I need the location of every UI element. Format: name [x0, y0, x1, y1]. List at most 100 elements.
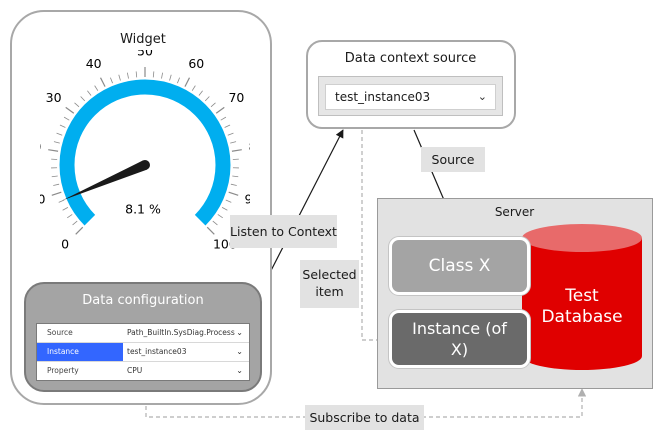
gauge-tick	[184, 77, 191, 87]
database-top	[522, 224, 642, 252]
gauge-tick	[220, 116, 227, 121]
listen-to-context-arrow	[259, 129, 344, 293]
gauge-tick	[94, 85, 99, 91]
gauge-tick	[67, 214, 73, 219]
instance-box-line1: Instance (of	[412, 319, 507, 338]
gauge-tick	[221, 207, 228, 211]
database-label-line2: Database	[541, 307, 623, 327]
gauge-tick	[217, 214, 223, 219]
chevron-down-icon[interactable]: ⌄	[236, 328, 243, 337]
listen-to-context-label: Listen to Context	[230, 215, 337, 248]
instance-select-value: test_instance03	[335, 90, 431, 104]
tick-label-10: 10	[40, 191, 46, 206]
gauge-tick	[80, 96, 86, 102]
gauge-tick	[177, 77, 180, 84]
tick-label-40: 40	[86, 56, 102, 71]
gauge-tick	[72, 220, 78, 226]
selected-item-line2: item	[315, 284, 344, 299]
config-value: Path_BuiltIn.SysDiag.Process	[127, 328, 235, 337]
source-label: Source	[421, 147, 485, 172]
gauge-tick	[56, 132, 63, 136]
gauge-arc	[59, 79, 231, 226]
gauge-ticks	[48, 67, 242, 235]
gauge-tick	[225, 199, 232, 203]
gauge-value: 8.1 %	[125, 202, 161, 217]
tick-label-50: 50	[137, 50, 153, 59]
chevron-down-icon[interactable]: ⌄	[477, 90, 487, 103]
tick-label-30: 30	[46, 90, 62, 105]
database-label: Test Database	[534, 286, 630, 328]
chevron-down-icon[interactable]: ⌄	[236, 347, 243, 356]
subscribe-to-data-label: Subscribe to data	[305, 405, 424, 430]
gauge-tick	[230, 183, 237, 186]
gauge-tick	[152, 71, 155, 78]
config-row-source[interactable]: Source Path_BuiltIn.SysDiag.Process ⌄	[37, 324, 249, 343]
gauge-tick	[204, 96, 210, 102]
database-label-line1: Test	[565, 286, 599, 306]
gauge-needle-hub	[140, 160, 150, 170]
gauge-tick	[63, 116, 70, 121]
instance-box-line2: X)	[450, 340, 469, 359]
data-configuration-table: Source Path_BuiltIn.SysDiag.Process ⌄ In…	[36, 323, 250, 381]
gauge-tick	[169, 74, 172, 81]
instance-box: Instance (of X)	[389, 310, 530, 368]
gauge-tick	[62, 207, 69, 211]
data-context-source-panel: Data context source test_instance03 ⌄	[306, 40, 516, 129]
gauge-tick	[48, 149, 59, 152]
database-body	[522, 238, 642, 370]
config-row-instance[interactable]: Instance test_instance03 ⌄	[37, 343, 249, 362]
gauge-tick	[74, 102, 80, 108]
config-key: Instance	[37, 343, 123, 361]
gauge-tick	[51, 175, 58, 178]
class-x-box: Class X	[389, 237, 530, 295]
config-row-property[interactable]: Property CPU ⌄	[37, 362, 249, 380]
gauge-tick	[212, 220, 218, 226]
gauge-tick	[53, 183, 60, 186]
gauge-tick	[99, 77, 106, 87]
gauge-tick	[59, 124, 66, 128]
gauge-tick	[198, 90, 203, 96]
gauge-tick	[210, 102, 216, 108]
gauge-tick	[75, 226, 84, 235]
tick-label-80: 80	[249, 139, 250, 154]
gauge-tick	[110, 77, 113, 84]
data-context-frame: test_instance03 ⌄	[318, 76, 503, 116]
gauge-tick	[53, 141, 60, 144]
gauge-tick	[65, 106, 75, 114]
gauge-tick	[227, 132, 234, 136]
server-title: Server	[494, 205, 535, 219]
gauge-tick	[161, 72, 164, 79]
gauge-tick	[215, 106, 225, 114]
gauge-tick	[58, 199, 65, 203]
instance-select[interactable]: test_instance03 ⌄	[325, 84, 496, 110]
gauge-tick	[232, 175, 239, 178]
tick-label-20: 20	[40, 139, 41, 154]
tick-label-60: 60	[188, 56, 204, 71]
chevron-down-icon[interactable]: ⌄	[236, 366, 243, 375]
gauge-tick	[206, 226, 215, 235]
gauge: 0 10 20 30 40 50 60 70 80 90 100 8.1 %	[40, 50, 250, 251]
gauge-tick	[228, 191, 239, 196]
gauge-tick	[191, 85, 196, 91]
selected-item-label: Selected item	[300, 260, 359, 308]
tick-label-70: 70	[228, 90, 244, 105]
tick-label-0: 0	[61, 236, 69, 251]
gauge-needle	[62, 160, 147, 201]
config-value: test_instance03	[127, 347, 187, 356]
gauge-tick	[230, 141, 237, 144]
data-context-source-title: Data context source	[344, 51, 477, 66]
tick-label-90: 90	[245, 191, 250, 206]
gauge-tick	[126, 72, 129, 79]
gauge-tick	[135, 71, 138, 78]
gauge-tick	[118, 74, 121, 81]
gauge-tick	[51, 191, 62, 196]
selected-item-line1: Selected	[302, 267, 357, 282]
gauge-tick	[87, 90, 92, 96]
gauge-tick	[231, 149, 242, 152]
widget-title: Widget	[120, 32, 166, 47]
data-configuration-title: Data configuration	[82, 293, 204, 308]
database-cylinder	[522, 224, 642, 370]
config-key: Source	[47, 328, 73, 337]
gauge-tick	[224, 124, 231, 128]
config-key: Property	[47, 366, 79, 375]
